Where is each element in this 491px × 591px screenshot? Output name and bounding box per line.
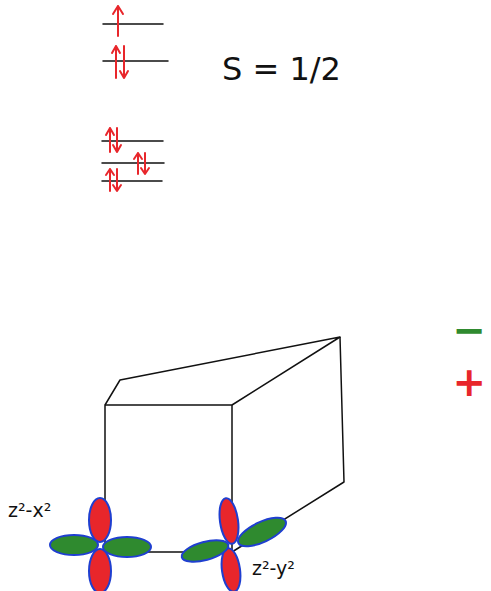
orbital-label: z²-y² bbox=[252, 558, 295, 579]
legend-text: − bbox=[452, 307, 486, 353]
orbital-z2-x2 bbox=[50, 498, 151, 591]
orbital-label: z²-x² bbox=[8, 500, 51, 521]
energy-levels bbox=[102, 24, 168, 181]
legend-sample: + bbox=[452, 362, 486, 402]
legend-sample: − bbox=[452, 310, 486, 350]
spin-arrows bbox=[106, 6, 149, 191]
cuboid bbox=[105, 337, 344, 552]
legend-text: + bbox=[452, 359, 486, 405]
spin-value: S = 1/2 bbox=[222, 52, 341, 87]
